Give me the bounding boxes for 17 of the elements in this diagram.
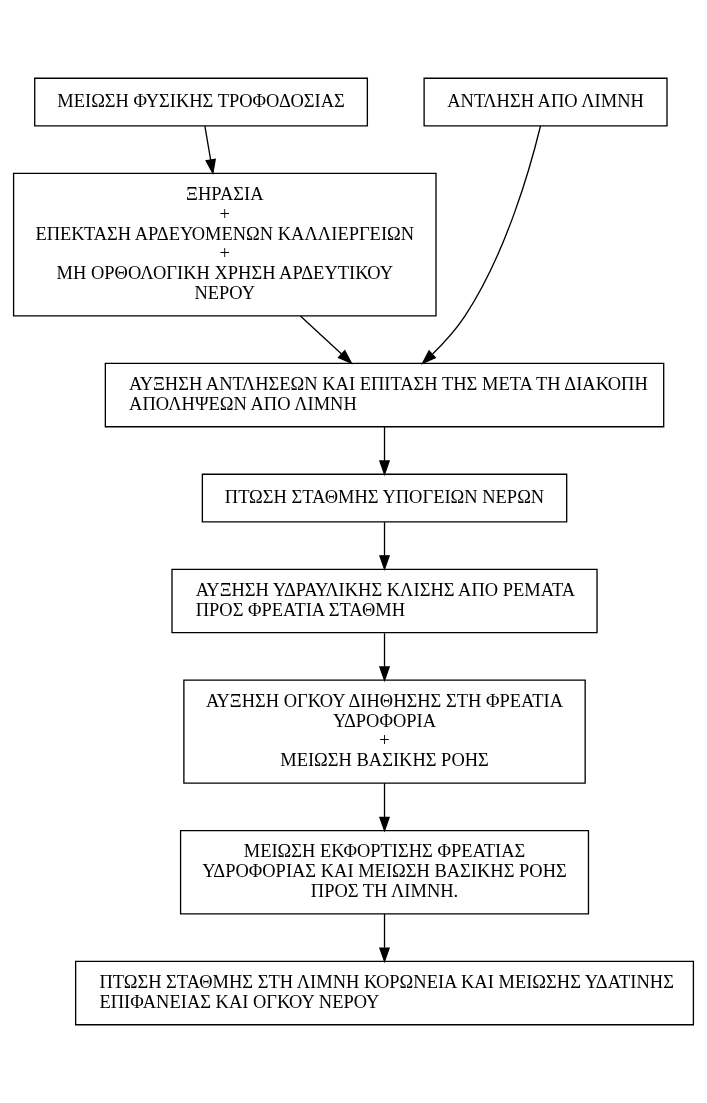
arrow xyxy=(421,125,542,365)
node-box: ΑΥΞΗΣΗ ΑΝΤΛΗΣΕΩΝ ΚΑΙ ΕΠΙΤΑΣΗ ΤΗΣ ΜΕΤΑ ΤΗ ΔΙΑΚΟΠΗ ΑΠΟΛΗΨΕΩΝ ΑΠΟ ΛΙΜΝΗ xyxy=(104,362,665,428)
node-box: ΞΗΡΑΣΙΑ + ΕΠΕΚΤΑΣΗ ΑΡΔΕΥΟΜΕΝΩΝ ΚΑΛΛΙΕΡΓΕΙΩΝ + ΜΗ ΟΡΘΟΛΟΓΙΚΗ ΧΡΗΣΗ ΑΡΔΕΥΤΙΚΟΥ ΝΕΡΟΥ xyxy=(12,172,437,317)
arrow xyxy=(378,782,391,833)
node-box: ΑΥΞΗΣΗ ΟΓΚΟΥ ΔΙΗΘΗΣΗΣ ΣΤΗ ΦΡΕΑΤΙΑ ΥΔΡΟΦΟΡΙΑ + ΜΕΙΩΣΗ ΒΑΣΙΚΗΣ ΡΟΗΣ xyxy=(183,679,586,784)
arrow xyxy=(378,521,391,571)
node-box: ΜΕΙΩΣΗ ΦΥΣΙΚΗΣ ΤΡΟΦΟΔΟΣΙΑΣ xyxy=(34,77,369,127)
arrow xyxy=(378,426,391,477)
arrow xyxy=(378,632,391,683)
arrow xyxy=(204,125,217,176)
node-box: ΑΝΤΛΗΣΗ ΑΠΟ ΛΙΜΝΗ xyxy=(423,77,668,127)
node-box: ΑΥΞΗΣΗ ΥΔΡΑΥΛΙΚΗΣ ΚΛΙΣΗΣ ΑΠΟ ΡΕΜΑΤΑ ΠΡΟΣ ΦΡΕΑΤΙΑ ΣΤΑΘΜΗ xyxy=(171,568,598,634)
node-box: ΠΤΩΣΗ ΣΤΑΘΜΗΣ ΥΠΟΓΕΙΩΝ ΝΕΡΩΝ xyxy=(201,473,568,523)
node-box: ΠΤΩΣΗ ΣΤΑΘΜΗΣ ΣΤΗ ΛΙΜΝΗ ΚΟΡΩΝΕΙΑ ΚΑΙ ΜΕΙΩΣΗΣ ΥΔΑΤΙΝΗΣ ΕΠΙΦΑΝΕΙΑΣ ΚΑΙ ΟΓΚΟΥ ΝΕΡΟΥ xyxy=(75,960,695,1026)
node-box: ΜΕΙΩΣΗ ΕΚΦΟΡΤΙΣΗΣ ΦΡΕΑΤΙΑΣ ΥΔΡΟΦΟΡΙΑΣ ΚΑΙ ΜΕΙΩΣΗ ΒΑΣΙΚΗΣ ΡΟΗΣ ΠΡΟΣ ΤΗ ΛΙΜΝΗ. xyxy=(179,830,590,915)
arrow xyxy=(299,315,353,365)
arrow xyxy=(378,913,391,964)
